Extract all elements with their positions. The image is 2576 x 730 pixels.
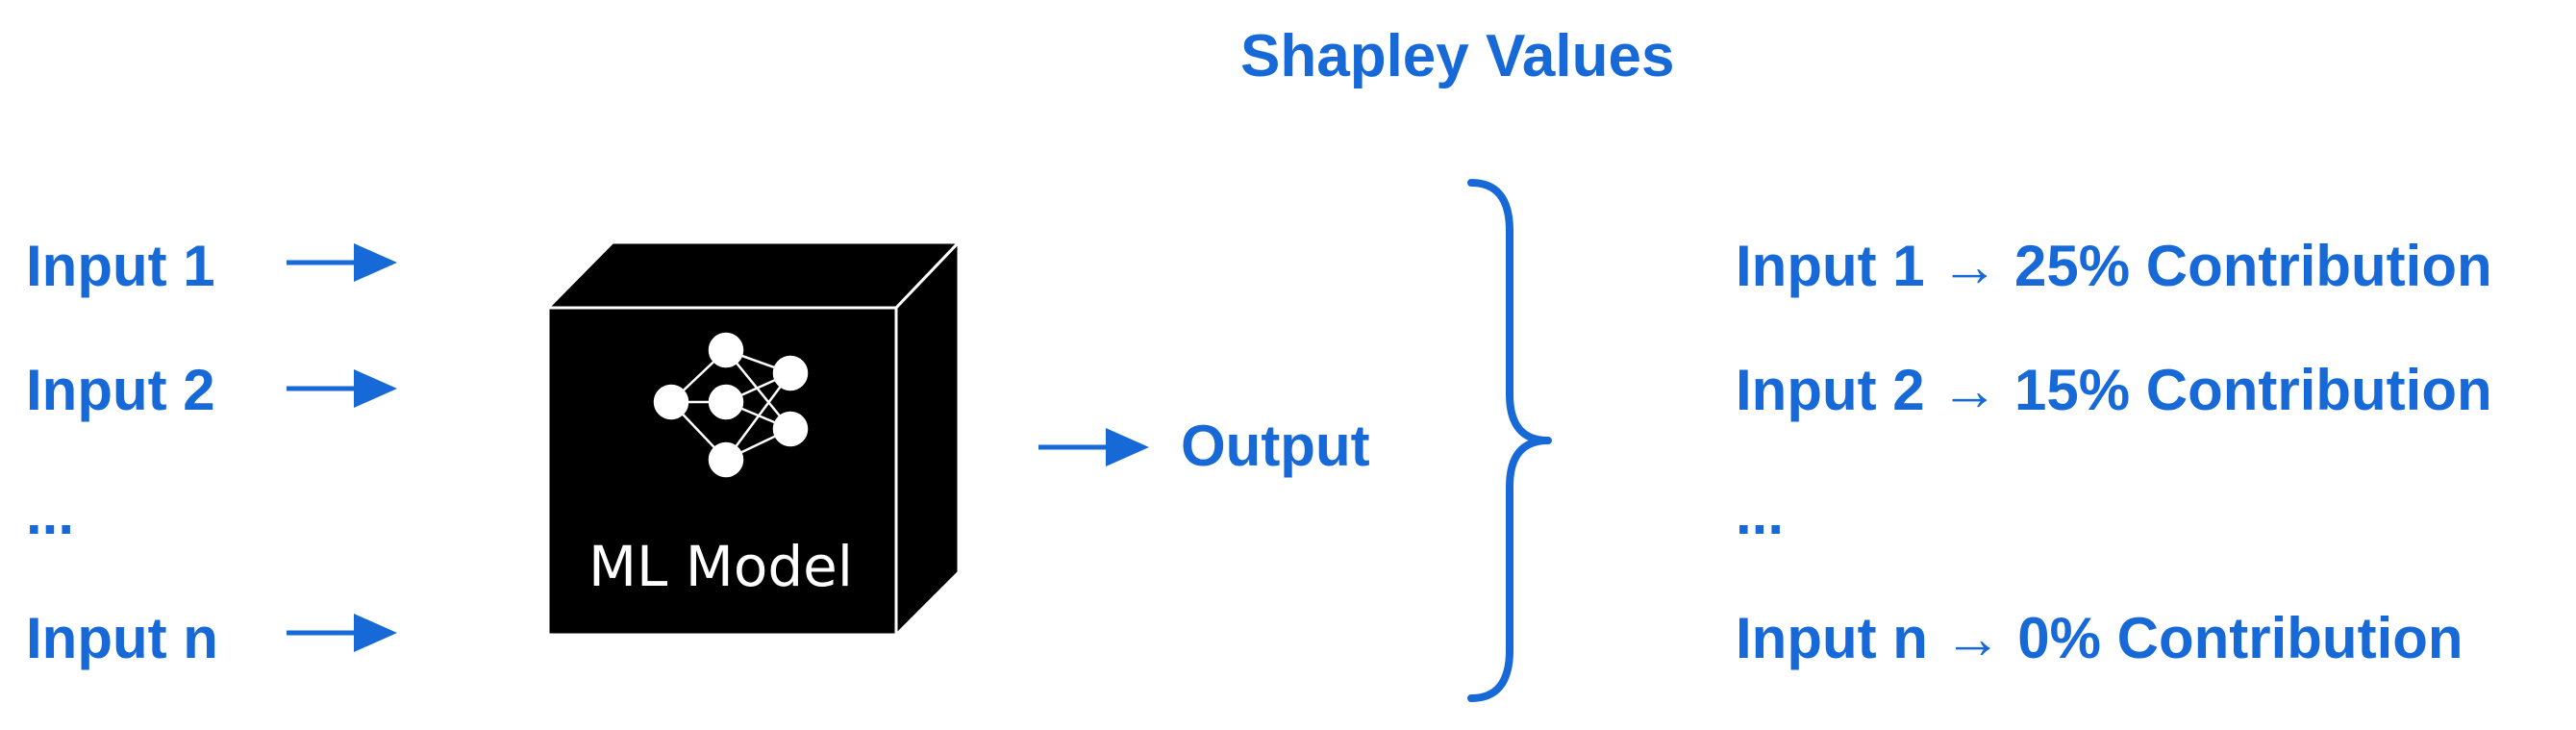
contribution-input-2: Input 2 → 15% Contribution <box>1736 358 2492 422</box>
contribution-input-1: Input 1 → 25% Contribution <box>1736 234 2492 298</box>
input-ellipsis: ... <box>26 482 75 546</box>
neural-network-icon <box>653 332 809 478</box>
curly-brace <box>1467 179 1552 702</box>
input-label-2: Input 2 <box>26 358 215 422</box>
contribution-input-n: Input n → 0% Contribution <box>1736 606 2463 670</box>
output-label: Output <box>1181 414 1370 478</box>
cube-top-face <box>544 240 963 310</box>
input-label-1: Input 1 <box>26 234 215 298</box>
input-label-n: Input n <box>26 606 218 670</box>
ml-model-label: ML Model <box>588 534 853 599</box>
cube-side-face <box>894 239 961 639</box>
diagram-title: Shapley Values <box>1240 23 1675 89</box>
contribution-ellipsis: ... <box>1736 482 1785 546</box>
